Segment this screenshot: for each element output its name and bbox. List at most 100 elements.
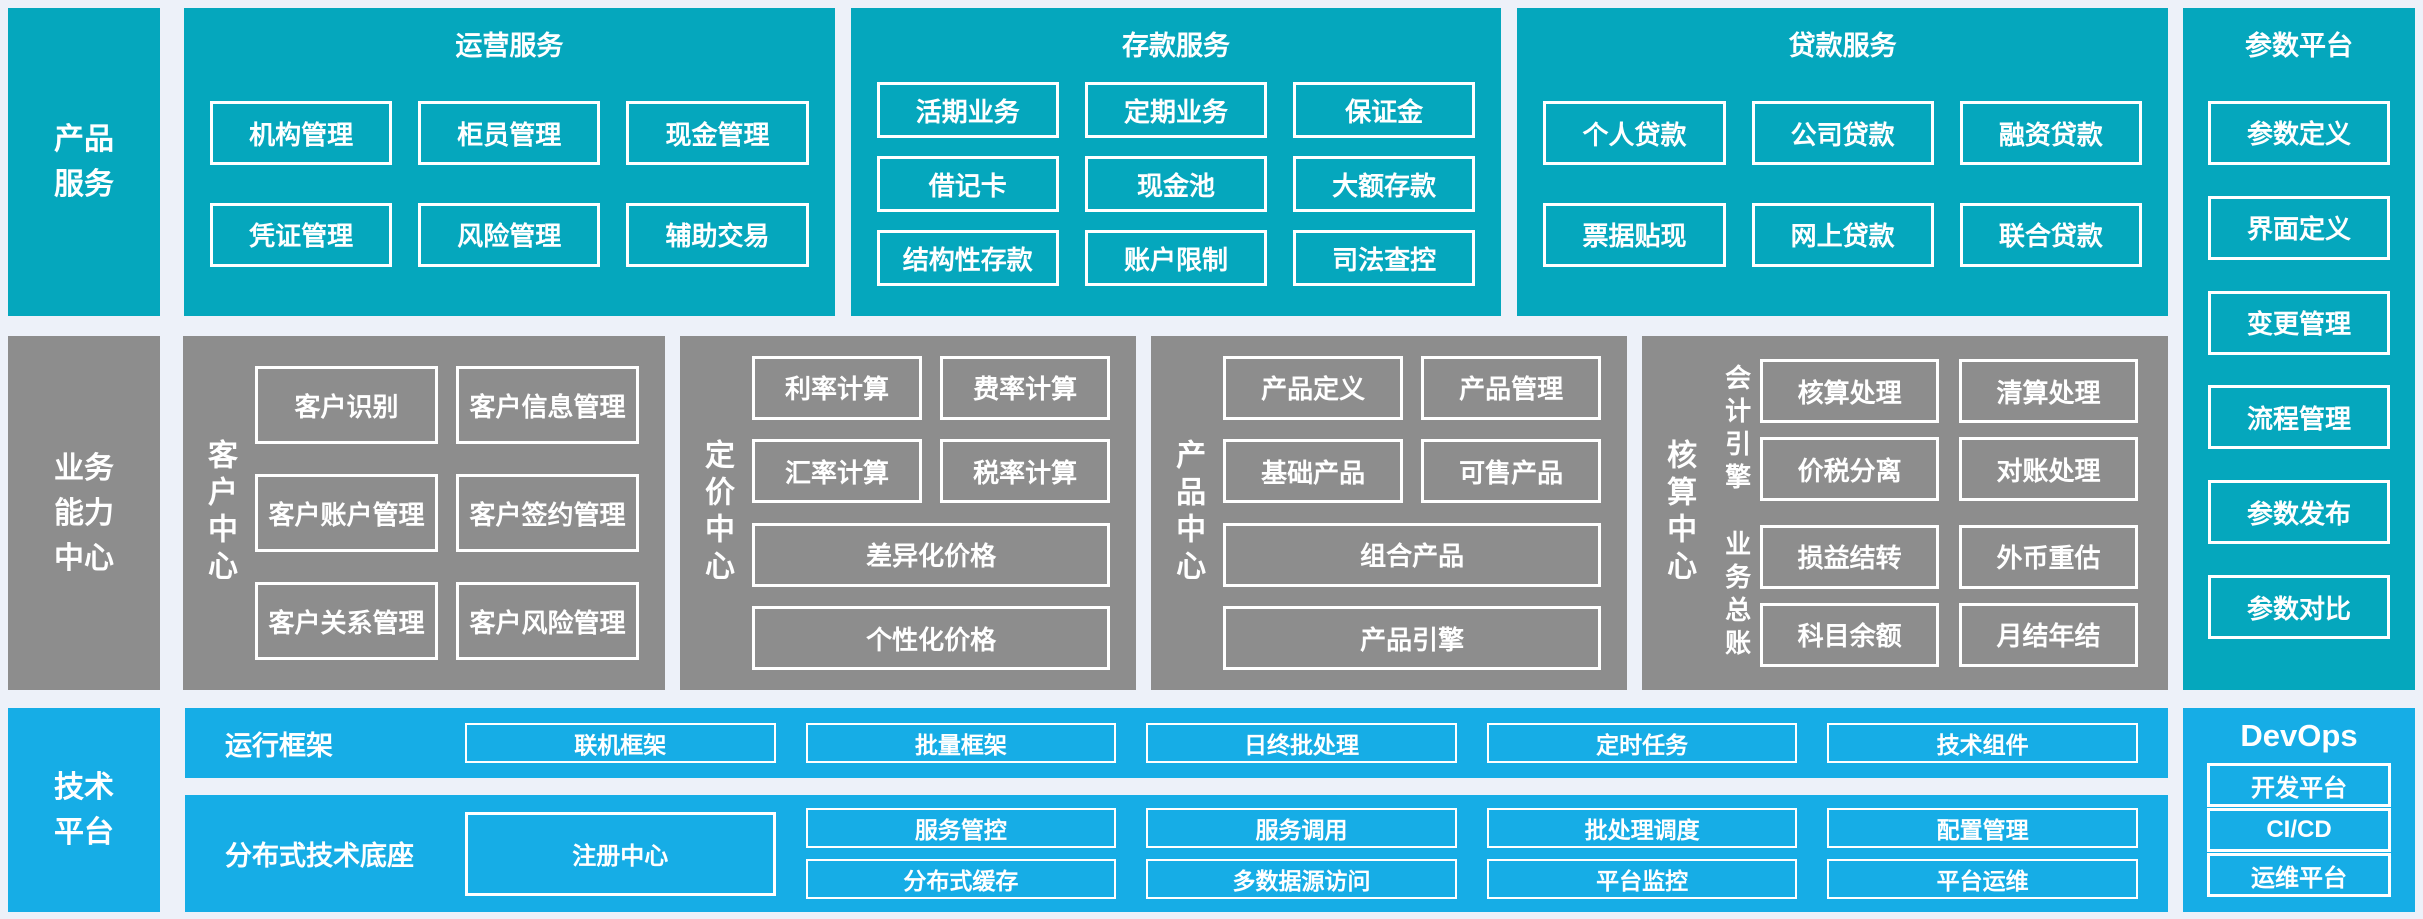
- devops-title: DevOps: [2240, 718, 2358, 753]
- customer-center-panel: 客户中心 客户识别 客户信息管理 客户账户管理 客户签约管理 客户关系管理 客户…: [183, 336, 666, 690]
- module-box: 分布式缓存: [805, 859, 1117, 899]
- accounting-center-label: 核算中心: [1662, 439, 1696, 587]
- module-box: 公司贷款: [1751, 101, 1934, 166]
- module-box: 可售产品: [1421, 439, 1602, 504]
- module-box: 客户风险管理: [456, 582, 640, 660]
- pricing-center-label: 定价中心: [700, 439, 734, 587]
- module-box: 注册中心: [465, 811, 776, 896]
- business-capability-row: 业务能力中心 客户中心 客户识别 客户信息管理 客户账户管理 客户签约管理 客户…: [8, 336, 2168, 690]
- module-box: 机构管理: [210, 101, 393, 166]
- module-box: 对账处理: [1959, 437, 2138, 502]
- pricing-center-boxes: 利率计算 费率计算 汇率计算 税率计算 差异化价格 个性化价格: [752, 336, 1136, 690]
- business-capability-side-label-text: 业务能力中心: [54, 451, 114, 575]
- module-box: 税率计算: [940, 439, 1111, 504]
- module-box: 凭证管理: [210, 202, 393, 267]
- module-box: 票据贴现: [1543, 202, 1726, 267]
- module-box: 月结年结: [1959, 602, 2138, 667]
- runtime-framework-bar: 运行框架 联机框架 批量框架 日终批处理 定时任务 技术组件: [185, 708, 2168, 778]
- module-box: 结构性存款: [876, 230, 1059, 286]
- module-box: 账户限制: [1084, 230, 1268, 286]
- operation-services-boxes: 机构管理 柜员管理 现金管理 凭证管理 风险管理 辅助交易: [184, 64, 835, 304]
- module-box: 平台运维: [1827, 859, 2138, 899]
- module-box: 汇率计算: [752, 439, 923, 504]
- product-services-side-label: 产品服务: [8, 8, 160, 316]
- module-box: 批处理调度: [1486, 808, 1798, 848]
- technology-platform-row: 技术平台 运行框架 联机框架 批量框架 日终批处理 定时任务 技术组件 分布式技…: [8, 708, 2168, 912]
- module-box: 保证金: [1293, 82, 1476, 138]
- product-services-side-label-text: 产品服务: [54, 123, 114, 201]
- accounting-engine-label: 会计引擎: [1721, 364, 1752, 497]
- accounting-center-panel: 核算中心 会计引擎 核算处理 清算处理 价税分离 对账处理 业务: [1642, 336, 2168, 690]
- module-box: 运维平台: [2207, 853, 2391, 897]
- module-box: 定时任务: [1486, 723, 1798, 763]
- pricing-center-panel: 定价中心 利率计算 费率计算 汇率计算 税率计算 差异化价格 个性化价格: [680, 336, 1137, 690]
- customer-center-boxes: 客户识别 客户信息管理 客户账户管理 客户签约管理 客户关系管理 客户风险管理: [255, 336, 665, 690]
- module-box: 个性化价格: [752, 606, 1111, 671]
- module-box: 开发平台: [2207, 763, 2391, 807]
- module-box: 参数定义: [2208, 100, 2390, 165]
- devops-panel: DevOps 开发平台 CI/CD 运维平台: [2183, 708, 2415, 912]
- module-box: 批量框架: [805, 723, 1117, 763]
- product-center-panel: 产品中心 产品定义 产品管理 基础产品 可售产品 组合产品 产品引擎: [1151, 336, 1628, 690]
- business-ledger-group: 业务总账 损益结转 外币重估 科目余额 月结年结: [1714, 524, 2138, 667]
- deposit-services-boxes: 活期业务 定期业务 保证金 借记卡 现金池 大额存款 结构性存款 账户限制 司法…: [851, 64, 1502, 304]
- module-box: 司法查控: [1293, 230, 1476, 286]
- module-box: 差异化价格: [752, 522, 1111, 587]
- module-box: 服务管控: [805, 808, 1117, 848]
- module-box: 大额存款: [1293, 156, 1476, 212]
- product-center-boxes: 产品定义 产品管理 基础产品 可售产品 组合产品 产品引擎: [1223, 336, 1627, 690]
- module-box: 现金管理: [626, 101, 809, 166]
- runtime-framework-label: 运行框架: [225, 730, 333, 761]
- technology-platform-side-label: 技术平台: [8, 708, 160, 912]
- module-box: 产品管理: [1421, 355, 1602, 420]
- module-box: 平台监控: [1486, 859, 1798, 899]
- technology-platform-side-label-text: 技术平台: [54, 771, 114, 849]
- accounting-center-body: 会计引擎 核算处理 清算处理 价税分离 对账处理 业务总账 损益结转: [1714, 336, 2168, 690]
- module-box: 利率计算: [752, 355, 923, 420]
- devops-boxes: 开发平台 CI/CD 运维平台: [2183, 760, 2415, 912]
- module-box: 现金池: [1084, 156, 1268, 212]
- loan-services-boxes: 个人贷款 公司贷款 融资贷款 票据贴现 网上贷款 联合贷款: [1517, 64, 2168, 304]
- module-box: 网上贷款: [1751, 202, 1934, 267]
- module-box: 服务调用: [1146, 808, 1457, 848]
- module-box: 个人贷款: [1543, 101, 1726, 166]
- module-box: 参数对比: [2208, 575, 2390, 640]
- module-box: 价税分离: [1760, 437, 1940, 502]
- module-box: 融资贷款: [1959, 101, 2142, 166]
- parameter-platform-boxes: 参数定义 界面定义 变更管理 流程管理 参数发布 参数对比: [2183, 64, 2415, 690]
- module-box: CI/CD: [2207, 808, 2391, 852]
- module-box: 基础产品: [1223, 439, 1404, 504]
- module-box: 核算处理: [1760, 359, 1940, 424]
- module-box: 辅助交易: [626, 202, 809, 267]
- module-box: 借记卡: [876, 156, 1059, 212]
- product-center-label: 产品中心: [1171, 439, 1205, 587]
- module-box: 配置管理: [1827, 808, 2138, 848]
- customer-center-label: 客户中心: [203, 439, 236, 587]
- operation-services-panel: 运营服务 机构管理 柜员管理 现金管理 凭证管理 风险管理 辅助交易: [184, 8, 835, 316]
- module-box: 外币重估: [1959, 524, 2138, 589]
- product-services-row: 产品服务 运营服务 机构管理 柜员管理 现金管理 凭证管理 风险管理 辅助交易 …: [8, 8, 2169, 316]
- deposit-services-panel: 存款服务 活期业务 定期业务 保证金 借记卡 现金池 大额存款 结构性存款 账户…: [850, 8, 1502, 316]
- module-box: 客户信息管理: [456, 366, 640, 444]
- parameter-platform-title: 参数平台: [2245, 31, 2353, 61]
- module-box: 柜员管理: [418, 101, 601, 166]
- business-ledger-label: 业务总账: [1721, 529, 1752, 662]
- module-box: 定期业务: [1084, 82, 1268, 138]
- business-capability-side-label: 业务能力中心: [8, 336, 160, 690]
- module-box: 界面定义: [2208, 195, 2390, 260]
- module-box: 客户账户管理: [255, 474, 438, 552]
- deposit-services-title: 存款服务: [1122, 31, 1230, 61]
- module-box: 清算处理: [1959, 359, 2138, 424]
- module-box: 客户签约管理: [456, 474, 640, 552]
- parameter-platform-panel: 参数平台 参数定义 界面定义 变更管理 流程管理 参数发布 参数对比: [2183, 8, 2415, 690]
- module-box: 产品引擎: [1223, 606, 1602, 671]
- module-box: 费率计算: [940, 355, 1111, 420]
- module-box: 科目余额: [1760, 602, 1940, 667]
- accounting-engine-group: 会计引擎 核算处理 清算处理 价税分离 对账处理: [1714, 359, 2138, 502]
- module-box: 变更管理: [2208, 290, 2390, 355]
- module-box: 客户关系管理: [255, 582, 438, 660]
- module-box: 技术组件: [1827, 723, 2138, 763]
- module-box: 流程管理: [2208, 385, 2390, 450]
- module-box: 风险管理: [418, 202, 601, 267]
